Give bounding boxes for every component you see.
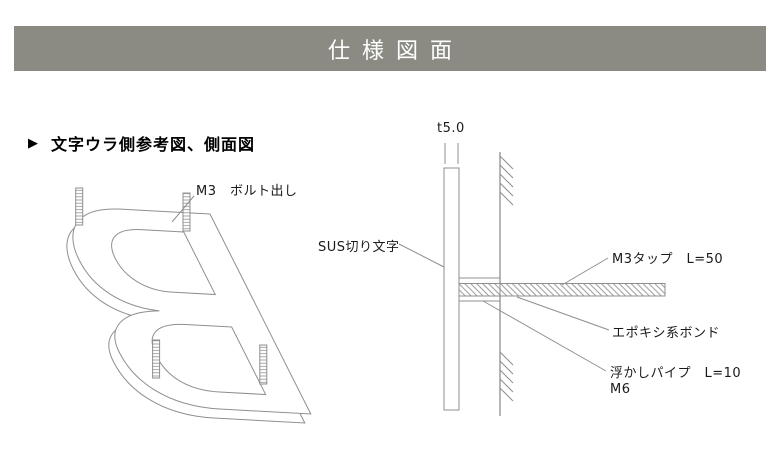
page-title: 仕様図面 (327, 38, 464, 64)
label-pipe: 浮かしパイプ L=10 (610, 366, 742, 381)
header-bar: 仕様図面 (14, 26, 766, 71)
leader-sus (398, 243, 445, 268)
letter-plate (443, 167, 460, 411)
dimension-t5 (444, 143, 459, 164)
leader-bolt (171, 195, 195, 223)
side-view (398, 143, 666, 416)
label-thickness: t5.0 (437, 121, 465, 136)
wall-hatch-top (499, 155, 514, 206)
label-sus-letter: SUS切り文字 (318, 240, 400, 255)
bolt-icon (75, 187, 84, 226)
threaded-rod (458, 283, 666, 297)
bolt-icon (259, 344, 268, 385)
label-pipe-size: M6 (610, 382, 631, 397)
section-heading: ▶ 文字ウラ側参考図、側面図 (28, 131, 255, 155)
wall-hatch-bottom (499, 351, 514, 402)
section-title: 文字ウラ側参考図、側面図 (51, 135, 256, 154)
bolt-icon (182, 192, 191, 232)
letter-back-view (39, 187, 311, 423)
label-bolt: M3 ボルト出し (196, 184, 298, 199)
bolt-icon (152, 339, 161, 379)
leader-pipe (482, 300, 607, 372)
triangle-marker-icon: ▶ (28, 135, 38, 151)
label-bond: エポキシ系ボンド (612, 326, 721, 341)
leader-tap (561, 257, 609, 286)
leader-bond (516, 296, 610, 331)
label-tap: M3タップ L=50 (612, 252, 724, 267)
bolt-studs (75, 187, 268, 385)
